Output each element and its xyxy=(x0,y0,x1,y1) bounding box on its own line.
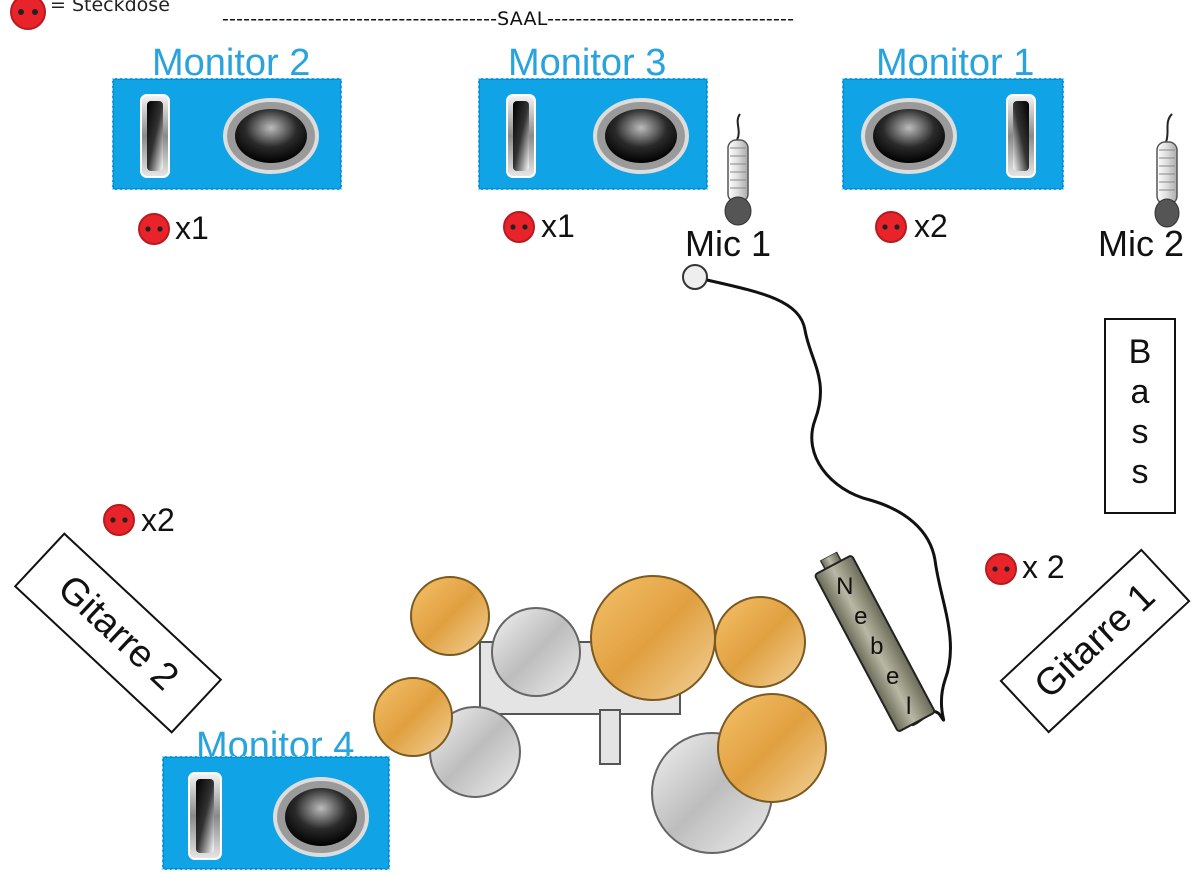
legend-outlet-icon xyxy=(10,0,46,30)
monitor-4 xyxy=(162,756,390,870)
cymbal xyxy=(714,596,806,688)
power-outlet-icon xyxy=(103,504,135,536)
nebel-letter: e xyxy=(854,603,868,631)
bass-letter: B xyxy=(1128,333,1152,371)
speaker-icon xyxy=(506,94,689,178)
monitor-2-label: Monitor 2 xyxy=(152,42,311,84)
power-outlet-icon xyxy=(985,553,1017,585)
outlet-count: x2 xyxy=(141,502,175,538)
monitor-3-label: Monitor 3 xyxy=(508,42,667,84)
nebel-letter: b xyxy=(870,633,884,661)
bass-amp: B a s s xyxy=(1104,318,1176,514)
bass-letter: s xyxy=(1131,413,1149,451)
crash-cymbal xyxy=(717,693,827,803)
speaker-icon xyxy=(861,94,1036,178)
outlet-count: x 2 xyxy=(1022,549,1065,585)
monitor-1-label: Monitor 1 xyxy=(876,42,1035,84)
monitor-2 xyxy=(112,78,342,190)
drum-kit xyxy=(373,575,827,854)
bass-letter: a xyxy=(1130,373,1150,411)
drum-pedal xyxy=(599,709,621,765)
microphone-icon xyxy=(1154,113,1180,228)
monitor-3 xyxy=(478,78,708,190)
cymbal xyxy=(410,576,490,656)
saal-header: ---------------------------------------S… xyxy=(222,8,795,30)
power-outlet-icon xyxy=(875,211,907,243)
speaker-icon xyxy=(188,772,369,860)
microphone-icon xyxy=(724,113,752,226)
nebel-letter: l xyxy=(906,693,912,721)
bass-letter: s xyxy=(1131,453,1149,491)
cymbal xyxy=(373,677,453,757)
fog-machine: N e b e l xyxy=(808,545,938,734)
mic-1-label: Mic 1 xyxy=(685,223,772,264)
outlet-count: x2 xyxy=(914,208,948,244)
speaker-icon xyxy=(140,94,319,178)
nebel-letter: e xyxy=(886,663,900,691)
outlet-count: x1 xyxy=(541,208,575,244)
legend-text: = Steckdose xyxy=(50,0,170,16)
outlet-count: x1 xyxy=(175,210,209,246)
fog-machine-shape xyxy=(814,550,936,732)
tom-drum xyxy=(491,607,581,697)
monitor-1 xyxy=(842,78,1064,190)
mic-2-label: Mic 2 xyxy=(1098,223,1185,264)
ride-cymbal xyxy=(590,575,716,701)
power-outlet-icon xyxy=(503,211,535,243)
power-outlet-icon xyxy=(138,213,170,245)
